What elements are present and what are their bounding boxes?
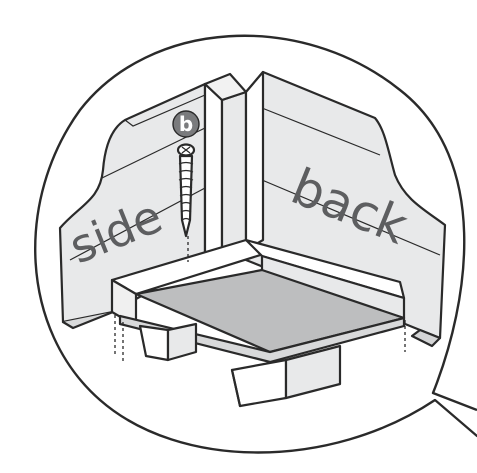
corner-posts xyxy=(205,72,263,270)
screw-badge: b xyxy=(173,111,199,137)
screw-badge-label: b xyxy=(179,112,193,136)
